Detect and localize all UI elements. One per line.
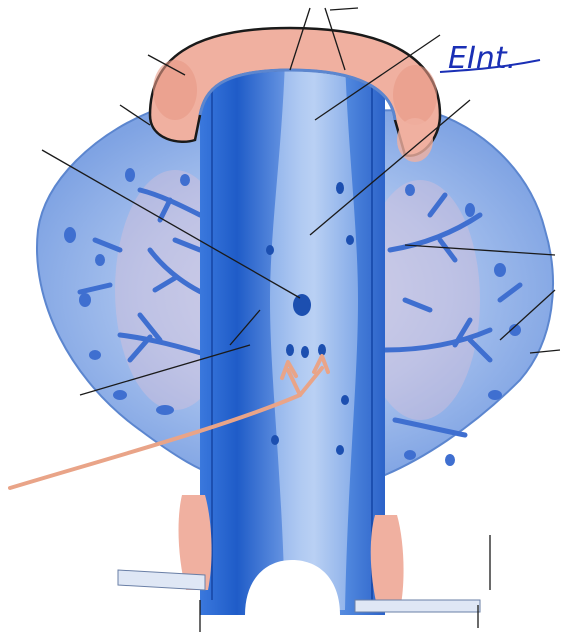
urethral-lumen [270,60,358,610]
utricle-opening [293,294,311,316]
base-plate-right [355,600,480,612]
lower-sphincter-right [371,515,404,610]
sphincter-patch-right-lower [397,118,433,162]
sphincter-patch-right [393,65,437,125]
